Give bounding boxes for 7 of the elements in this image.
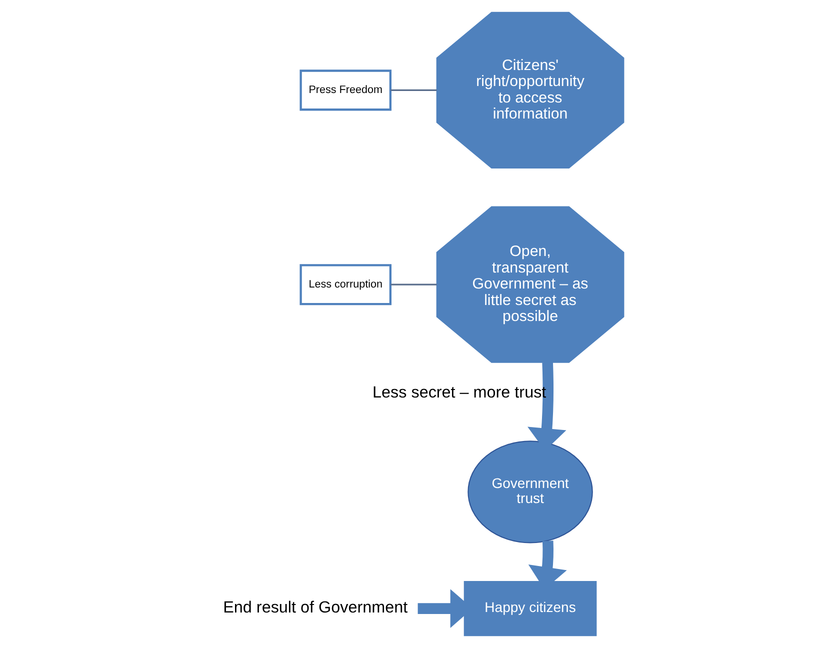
connector [390, 89, 436, 91]
node-box: Press Freedom [299, 70, 391, 111]
node-box: Less corruption [299, 264, 391, 306]
node-ellipse: Government trust [467, 440, 592, 544]
node-text: End result of Government [222, 598, 408, 616]
node-box: Happy citizens [463, 581, 596, 636]
connector [390, 284, 436, 286]
